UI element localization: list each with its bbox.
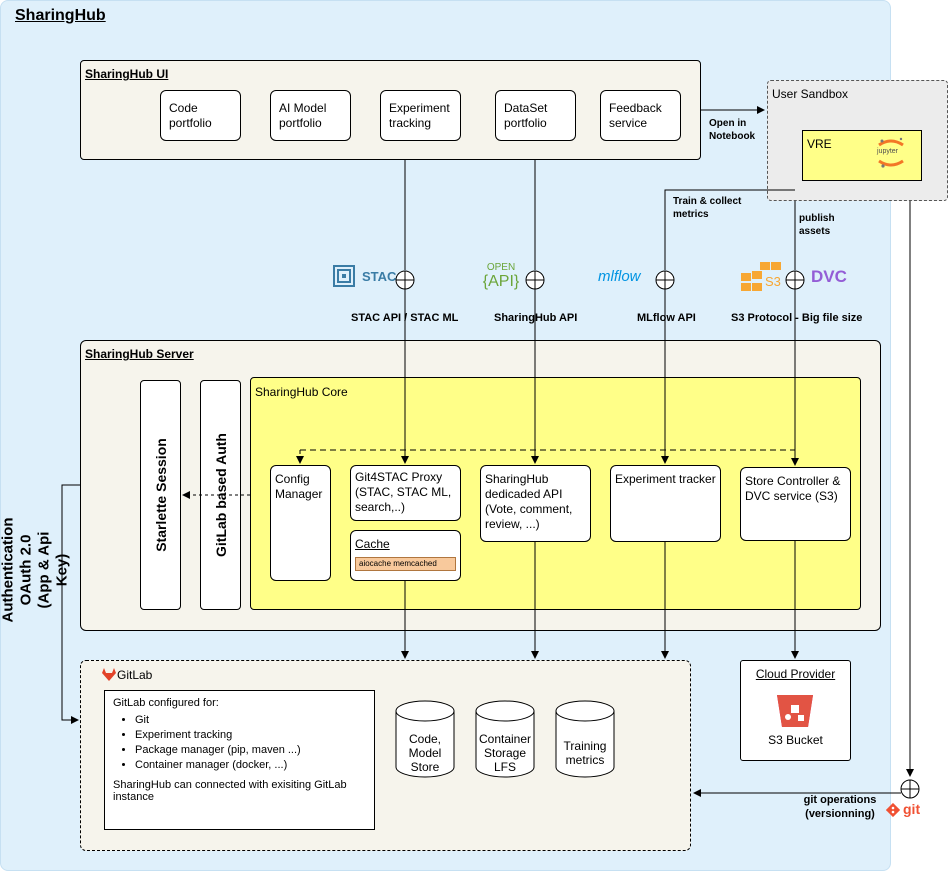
sharinghub-api-label: SharingHub API <box>494 312 578 324</box>
mlflow-api-label: MLflow API <box>637 312 696 324</box>
jupyter-icon: jupyter <box>874 135 908 171</box>
list-item: Container manager (docker, ...) <box>135 758 366 773</box>
gitlab-config-box: GitLab configured for: Git Experiment tr… <box>104 690 375 830</box>
cache-tag: aiocache memcached <box>355 557 456 571</box>
vre-box: VRE <box>802 130 922 181</box>
api-circle-git <box>900 779 920 799</box>
code-model-store-cylinder: Code, Model Store <box>395 700 455 778</box>
jupyter-text: jupyter <box>877 148 899 155</box>
stac-api-label: STAC API / STAC ML <box>351 312 459 324</box>
dedicated-api-box: SharingHub dedicaded API (Vote, comment,… <box>480 465 591 542</box>
mlflow-logo: mlflow <box>598 268 641 285</box>
stac-logo-text: STAC <box>362 269 397 284</box>
gitlab-label: GitLab <box>117 668 153 682</box>
authentication-side-label: Authentication OAuth 2.0 (App & Api Key) <box>0 517 70 623</box>
vre-label: VRE <box>807 137 832 151</box>
gitlab-auth-box: GitLab based Auth <box>200 380 241 610</box>
open-notebook-label: Open in Notebook <box>709 118 756 142</box>
store-controller-box: Store Controller & DVC service (S3) <box>740 467 851 541</box>
diagram-title: SharingHub <box>15 7 106 24</box>
gitlab-logo-icon <box>102 668 116 681</box>
experiment-tracker-box: Experiment tracker <box>610 465 721 542</box>
openapi-logo: OPEN {API} <box>478 263 524 293</box>
config-manager-box: Config Manager <box>270 465 331 581</box>
container-storage-label: Container Storage LFS <box>478 732 532 774</box>
cloud-provider-label: Cloud Provider <box>755 667 836 681</box>
list-item: Package manager (pip, maven ...) <box>135 743 366 758</box>
gitlab-note: SharingHub can connected with exisiting … <box>113 779 347 803</box>
ui-label: SharingHub UI <box>85 67 169 81</box>
git-logo-text: git <box>903 801 921 817</box>
cloud-provider-box: Cloud Provider S3 Bucket <box>740 660 851 761</box>
dataset-portfolio-box: DataSet portfolio <box>495 90 576 141</box>
cache-label: Cache <box>355 537 390 551</box>
starlette-session-label: Starlette Session <box>152 438 169 552</box>
git-logo-icon <box>886 803 900 817</box>
list-item: Git <box>135 713 366 728</box>
server-label: SharingHub Server <box>85 347 194 361</box>
list-item: Experiment tracking <box>135 728 366 743</box>
s3-bucket-icon <box>775 691 815 729</box>
code-model-store-label: Code, Model Store <box>408 732 442 774</box>
gitlab-features-list: Git Experiment tracking Package manager … <box>113 713 366 773</box>
dvc-logo: DVC <box>811 267 847 286</box>
cache-box: Cache aiocache memcached <box>350 530 461 581</box>
gitlab-auth-label: GitLab based Auth <box>212 433 229 557</box>
experiment-tracking-box: Experiment tracking <box>380 90 461 141</box>
publish-assets-label: publish assets <box>799 213 835 237</box>
training-metrics-label: Training metrics <box>563 739 607 767</box>
train-collect-label: Train & collect metrics <box>673 196 742 220</box>
feedback-service-box: Feedback service <box>600 90 681 141</box>
s3-protocol-label: S3 Protocol - Big file size <box>731 312 863 324</box>
gitlab-configured-for: GitLab configured for: <box>113 697 219 709</box>
openapi-bottom-text: {API} <box>482 273 520 290</box>
ai-model-portfolio-box: AI Model portfolio <box>270 90 351 141</box>
s3-logo: S3 <box>740 261 784 295</box>
stac-logo: STAC <box>333 262 396 290</box>
s3-bucket-label: S3 Bucket <box>768 733 823 747</box>
openapi-top-text: OPEN <box>486 262 516 273</box>
training-metrics-cylinder: Training metrics <box>555 700 615 778</box>
s3-logo-text: S3 <box>765 274 781 289</box>
container-storage-cylinder: Container Storage LFS <box>475 700 535 778</box>
starlette-session-box: Starlette Session <box>140 380 181 610</box>
core-label: SharingHub Core <box>255 385 348 399</box>
git4stac-proxy-box: Git4STAC Proxy (STAC, STAC ML, search,..… <box>350 465 461 521</box>
sandbox-label: User Sandbox <box>772 87 849 101</box>
code-portfolio-box: Code portfolio <box>160 90 241 141</box>
git-operations-label: git operations (versionning) <box>803 794 877 820</box>
mlflow-logo-text: mlflow <box>598 268 641 285</box>
